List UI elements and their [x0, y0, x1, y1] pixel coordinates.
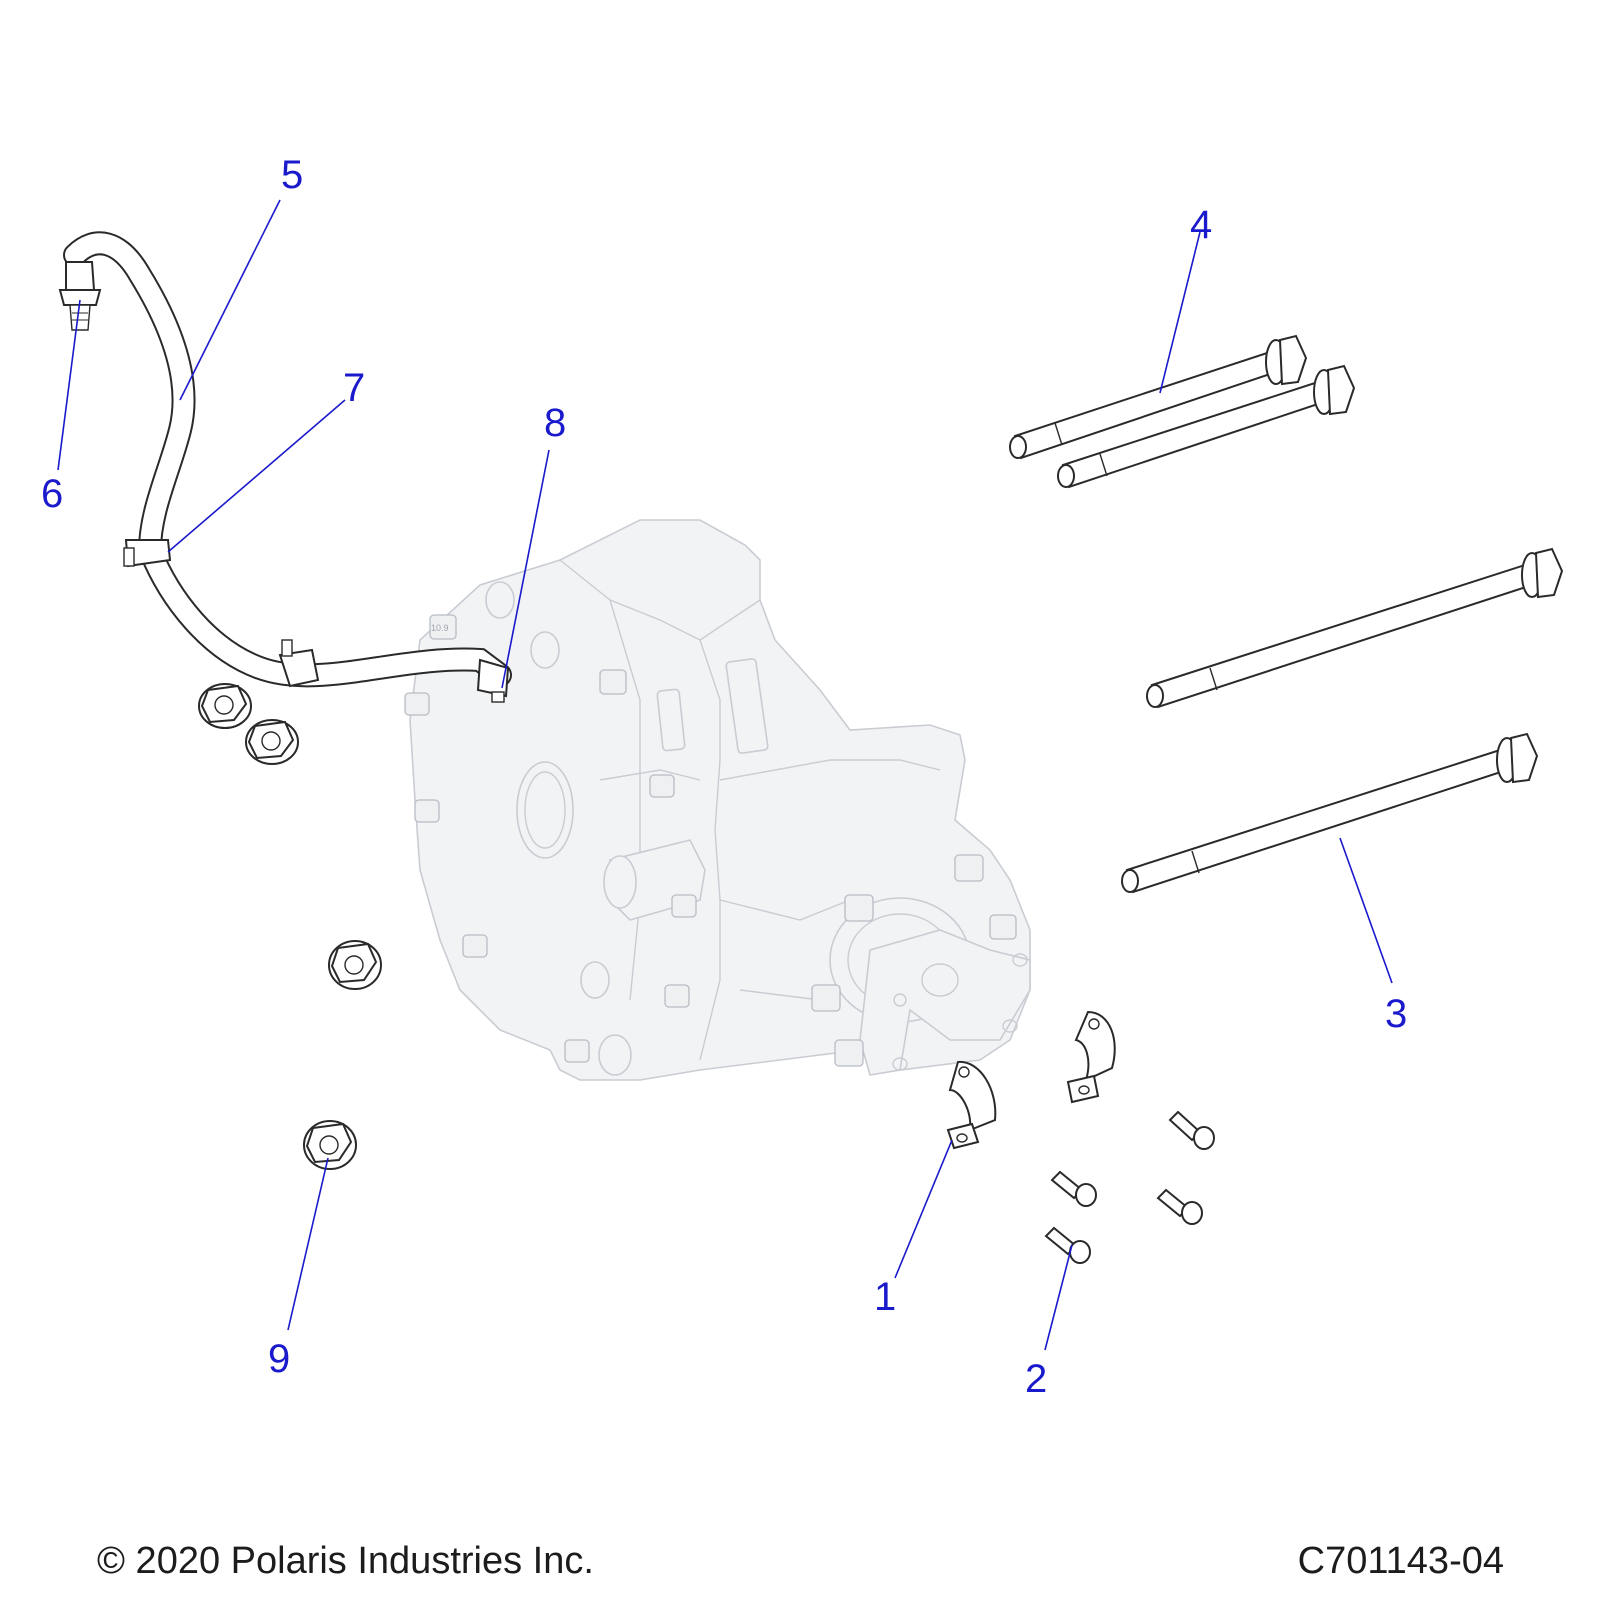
vent-fitting: [58, 261, 102, 331]
hose-clip-mid: [278, 639, 320, 688]
flange-nut: [303, 1120, 357, 1170]
hose-clip: [123, 539, 172, 568]
callout-2: 2: [1025, 1357, 1047, 1401]
screw: [1050, 1170, 1097, 1207]
callout-9: 9: [268, 1337, 290, 1381]
housing-bolts: 10.9: [404, 614, 1017, 1067]
long-bolt: [1057, 364, 1356, 489]
leader-lines: [57, 199, 1393, 1351]
screw: [1168, 1110, 1215, 1150]
copyright-text: © 2020 Polaris Industries Inc.: [97, 1540, 594, 1582]
vent-hose: [63, 231, 512, 688]
screw: [1156, 1188, 1203, 1225]
callouts: 1 2 3 4 5 6 7 8 9: [41, 153, 1407, 1401]
callout-7: 7: [343, 366, 365, 410]
long-bolts: [1009, 334, 1564, 894]
callout-5: 5: [281, 153, 303, 197]
flange-nuts: [198, 683, 382, 1170]
callout-6: 6: [41, 472, 63, 516]
callout-8: 8: [544, 401, 566, 445]
flange-nut: [245, 719, 299, 765]
flange-nut: [198, 683, 252, 729]
long-bolt: [1146, 547, 1564, 709]
long-bolt: [1121, 732, 1539, 894]
gearcase-housing: 10.9: [404, 519, 1031, 1081]
strap-screws: [1044, 1110, 1215, 1264]
long-bolt: [1009, 334, 1308, 460]
callout-3: 3: [1385, 992, 1407, 1036]
drawing-number: C701143-04: [1297, 1540, 1504, 1582]
u-strap: [946, 1060, 997, 1150]
hose-clamp: [476, 658, 510, 703]
u-strap: [1066, 1010, 1116, 1104]
flange-nut: [328, 940, 382, 990]
callout-1: 1: [874, 1275, 896, 1319]
bolt-marking: 10.9: [431, 623, 449, 633]
u-straps: [946, 1010, 1116, 1150]
callout-4: 4: [1190, 203, 1212, 247]
